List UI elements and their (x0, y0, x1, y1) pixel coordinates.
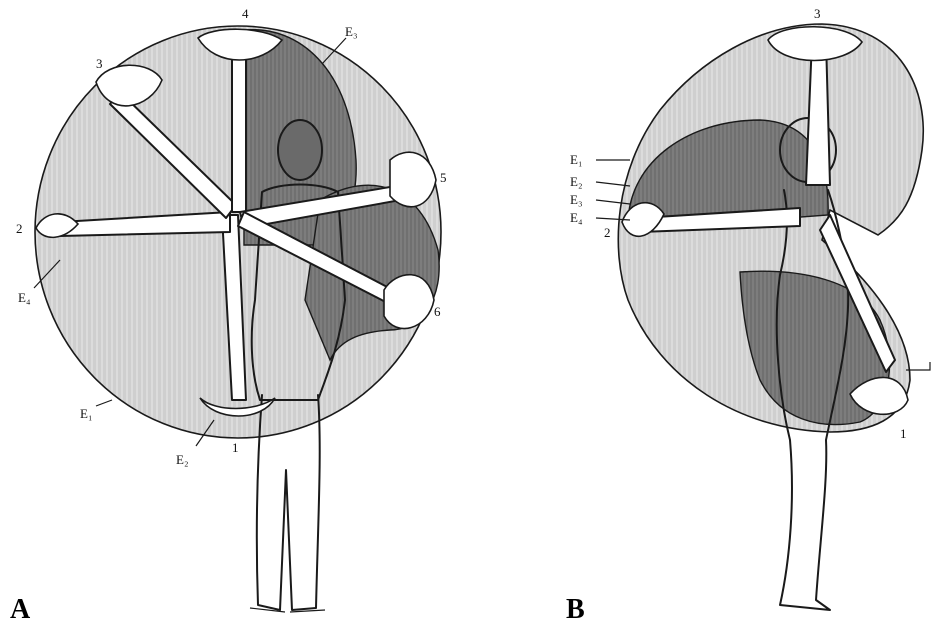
panel-b: 1 2 3 E₁ E₂ E₃ E₄ B (566, 6, 930, 625)
hand-position-6-a (384, 275, 434, 329)
position-label-6-a: 6 (434, 304, 441, 319)
envelope-label-e2-a: E₂ (176, 452, 188, 467)
position-label-3-b: 3 (814, 6, 821, 21)
panel-label-a: A (10, 594, 31, 625)
envelope-label-e4-b: E₄ (570, 210, 583, 225)
position-label-5-a: 5 (440, 170, 447, 185)
position-label-2-a: 2 (16, 221, 23, 236)
panel-label-b: B (566, 594, 585, 625)
panel-a: 1 2 3 4 5 6 E₃ E₄ E₁ E₂ A (10, 6, 447, 625)
envelope-label-e2-b: E₂ (570, 174, 582, 189)
position-label-2-b: 2 (604, 225, 611, 240)
envelope-label-e3-b: E₃ (570, 192, 582, 207)
envelope-label-e1-b: E₁ (570, 152, 582, 167)
position-label-3-a: 3 (96, 56, 103, 71)
envelope-label-e4-a: E₄ (18, 290, 31, 305)
envelope-label-e1-a: E₁ (80, 406, 92, 421)
position-label-4-a: 4 (242, 6, 249, 21)
position-label-1-b: 1 (900, 426, 907, 441)
position-label-1-a: 1 (232, 440, 239, 455)
envelope-label-e3-a: E₃ (345, 24, 357, 39)
